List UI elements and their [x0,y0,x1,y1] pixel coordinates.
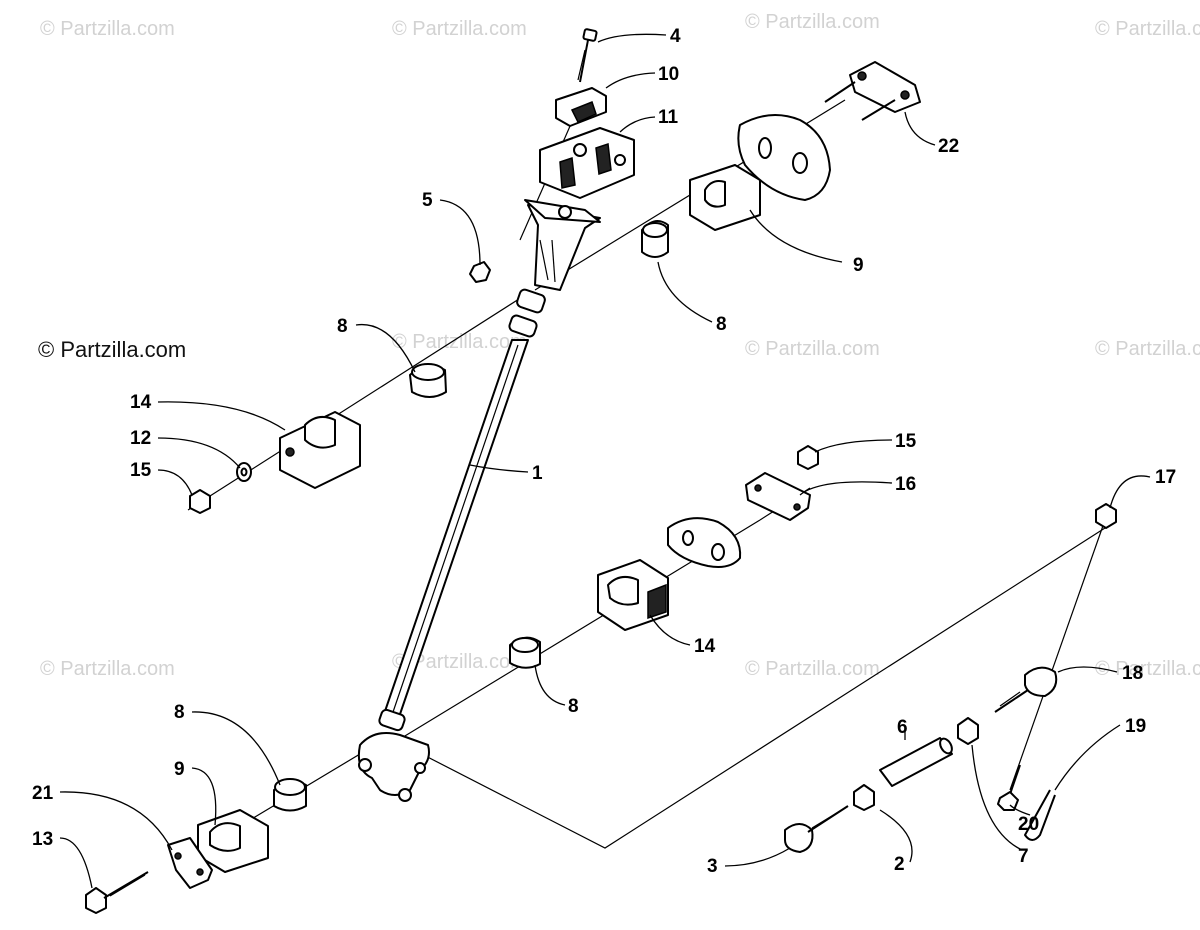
steering-post [378,288,546,732]
nut-15-right [797,445,819,470]
callout-label: 4 [670,26,681,47]
tie-rod-end-3 [784,805,849,853]
clamp-10 [555,87,607,127]
bushing-8-lower-middle [509,636,541,669]
cotter-pin-19 [1024,789,1056,841]
callout-label: 5 [422,190,433,211]
callout-label: 10 [658,64,679,85]
nut-5 [469,261,491,283]
callout-label: 9 [174,759,185,780]
bracket-21 [167,837,213,889]
callout-label: 3 [707,856,718,877]
clamp-block-11 [539,127,635,199]
rod-6 [879,737,953,787]
nut-7 [957,717,979,745]
block-9-lower-left [197,809,269,873]
steering-arm-upper [524,199,601,291]
bushing-8-upper-right [641,220,669,258]
block-9-upper-right [689,164,761,231]
callout-label: 22 [938,136,959,157]
callout-label: 15 [895,431,917,452]
block-14-upper-left [279,411,361,489]
plate-16 [745,472,811,521]
watermark-text: © Partzilla.com [1095,338,1200,360]
bolt-4 [577,28,598,83]
callout-label: 13 [32,829,53,850]
callout-label: 14 [694,636,716,657]
callout-label: 7 [1018,846,1029,867]
watermark-text: © Partzilla.com [392,18,527,40]
watermark-text: © Partzilla.com [392,331,527,353]
nut-15-left [189,489,211,514]
leader-lines [59,33,1151,889]
bolt-20 [997,764,1021,811]
watermarks: © Partzilla.com © Partzilla.com © Partzi… [38,11,1200,680]
bushing-8-lower-left [273,778,307,812]
callout-label: 20 [1018,814,1039,835]
steering-arm-lower [357,732,430,802]
callout-label: 8 [568,696,579,717]
watermark-text: © Partzilla.com [40,18,175,40]
callout-label: 9 [853,255,864,276]
bushing-8-upper-left [409,363,447,398]
watermark-text: © Partzilla.com [745,658,880,680]
callout-label: 19 [1125,716,1146,737]
bracket-22 [824,61,921,121]
plate-lower [667,517,742,568]
callout-label: 18 [1122,663,1143,684]
callout-labels: 4 10 11 22 5 9 8 8 14 12 15 1 15 16 17 1… [32,26,1176,877]
callout-label: 8 [337,316,348,337]
callout-label: 6 [897,717,908,738]
watermark-text: © Partzilla.com [745,11,880,33]
bolt-13 [85,871,149,914]
callout-label: 1 [532,463,543,484]
tie-rod-end-18 [994,666,1058,713]
nut-2 [853,784,875,811]
callout-label: 12 [130,428,151,449]
callout-label: 17 [1155,467,1176,488]
block-14-lower [597,559,669,631]
watermark-prominent: © Partzilla.com [38,337,186,362]
watermark-text: © Partzilla.com [40,658,175,680]
callout-label: 8 [174,702,185,723]
washer-12 [236,462,252,482]
callout-label: 11 [658,107,679,128]
watermark-text: © Partzilla.com [1095,18,1200,40]
watermark-text: © Partzilla.com [745,338,880,360]
nut-17 [1095,503,1117,529]
plate-upper [737,114,831,201]
callout-label: 21 [32,783,54,804]
callout-label: 2 [894,854,905,875]
callout-label: 14 [130,392,152,413]
callout-label: 16 [895,474,916,495]
watermark-text: © Partzilla.com [392,651,527,673]
callout-label: 8 [716,314,727,335]
watermark-text: © Partzilla.com [1095,658,1200,680]
callout-label: 15 [130,460,152,481]
